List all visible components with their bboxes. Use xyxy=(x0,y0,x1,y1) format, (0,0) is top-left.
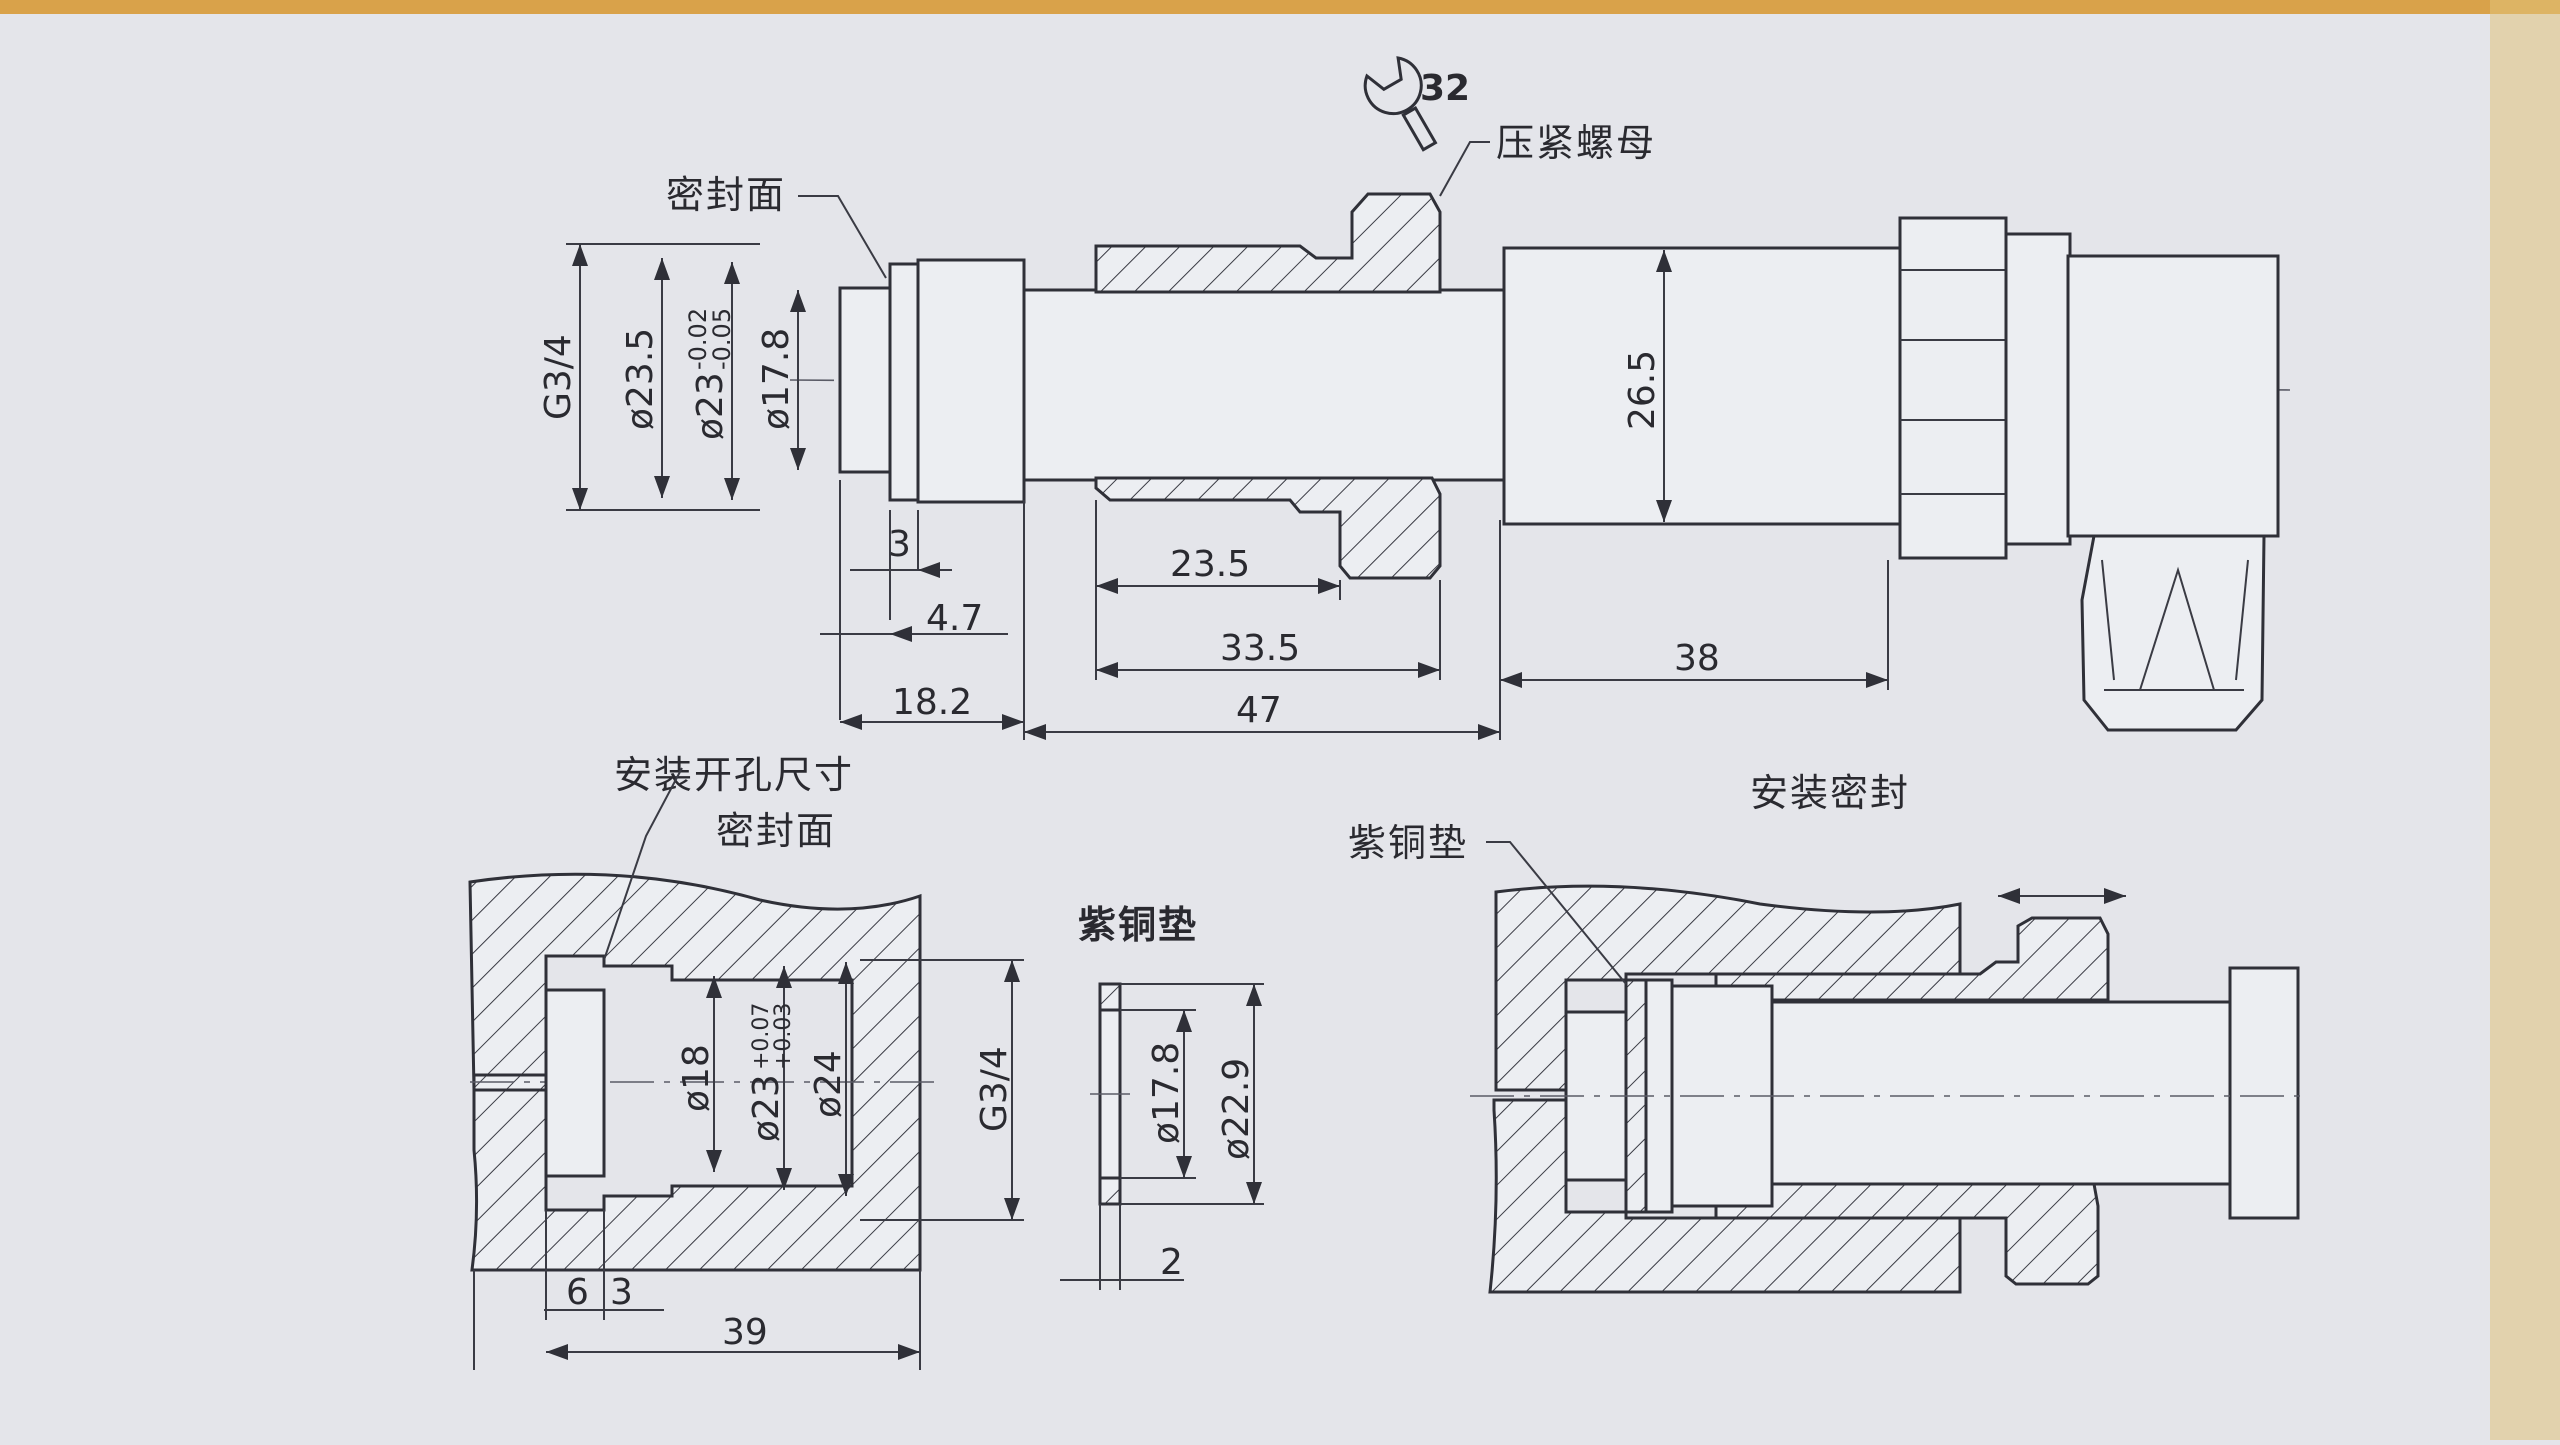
hole-dim-d23-lo: +0.03 xyxy=(771,1003,796,1070)
seal-assembly-view: 安装密封 紫铜垫 xyxy=(1348,771,2310,1294)
hole-dim-3: 3 xyxy=(610,1272,633,1313)
seal-view-title: 安装密封 xyxy=(1750,771,1910,815)
dim-47: 47 xyxy=(1236,690,1282,731)
sensor-shaft xyxy=(1022,288,1506,482)
connector-head xyxy=(2066,254,2280,538)
nut-label: 压紧螺母 xyxy=(1496,121,1656,165)
seal-nut-section-bottom xyxy=(1714,1182,2100,1286)
hole-dim-thread: G3/4 xyxy=(974,1046,1015,1132)
sensor-housing xyxy=(1502,246,1902,526)
sensor-tip xyxy=(838,286,894,474)
seal-gasket-label: 紫铜垫 xyxy=(1348,821,1468,865)
seal-face-step xyxy=(888,262,922,502)
dim-d23-5: ø23.5 xyxy=(620,328,661,430)
hole-step xyxy=(544,988,606,1178)
gasket-dim-2: 2 xyxy=(1160,1242,1183,1283)
hole-view-title: 安装开孔尺寸 xyxy=(614,753,854,797)
dim-26-5: 26.5 xyxy=(1622,350,1663,430)
hole-dim-d23: ø23 xyxy=(746,1074,787,1142)
hole-dimension-view: 安装开孔尺寸 密封面 ø18 ø23 +0.07 +0.03 ø24 G3/4 … xyxy=(468,753,1024,1370)
page-edge-top xyxy=(0,0,2560,14)
gasket-dim-d17-8: ø17.8 xyxy=(1146,1042,1187,1144)
dim-3: 3 xyxy=(888,524,911,565)
hole-dim-6: 6 xyxy=(566,1272,589,1313)
hole-dim-39: 39 xyxy=(722,1312,768,1353)
page-edge-right xyxy=(2490,0,2560,1440)
dim-d17-8: ø17.8 xyxy=(756,328,797,430)
dim-d23-tol-lo: -0.05 xyxy=(708,308,736,370)
wrench-size: 32 xyxy=(1420,68,1470,109)
gasket-title: 紫铜垫 xyxy=(1078,903,1198,947)
dim-23-5: 23.5 xyxy=(1170,544,1250,585)
gasket-view: 紫铜垫 ø17.8 ø22.9 2 xyxy=(1060,903,1264,1290)
hex-ring xyxy=(1898,216,2008,560)
top-assembly-view: 32 密封面 压紧螺母 G3/4 ø23.5 ø23 -0.02 -0.05 ø… xyxy=(538,56,2291,740)
nut-section-top xyxy=(1094,192,1442,294)
hole-section xyxy=(468,872,922,1272)
connector-neck xyxy=(2004,232,2072,546)
seal-probe-shaft xyxy=(1770,1000,2244,1186)
hole-dim-d18: ø18 xyxy=(676,1044,717,1112)
nut-section-bottom xyxy=(1094,476,1442,580)
seal-probe-housing xyxy=(2228,966,2300,1220)
hole-dim-d23-hi: +0.07 xyxy=(749,1003,774,1070)
wrench-icon xyxy=(1363,56,1438,152)
dim-38: 38 xyxy=(1674,638,1720,679)
dim-33-5: 33.5 xyxy=(1220,628,1300,669)
sensor-collar xyxy=(916,258,1026,504)
hole-seal-label: 密封面 xyxy=(716,809,836,853)
dim-18-2: 18.2 xyxy=(892,682,972,723)
gasket-dim-d22-9: ø22.9 xyxy=(1216,1058,1257,1160)
dim-d23-tol: ø23 xyxy=(690,372,731,440)
dim-4-7: 4.7 xyxy=(926,598,983,639)
cable-gland xyxy=(2080,534,2266,732)
hole-dim-d24: ø24 xyxy=(808,1050,849,1118)
seal-face-label: 密封面 xyxy=(666,173,786,217)
dim-thread: G3/4 xyxy=(538,334,579,420)
seal-nut-section-top xyxy=(1714,916,2110,1002)
dim-d23-tol-hi: -0.02 xyxy=(684,308,712,370)
